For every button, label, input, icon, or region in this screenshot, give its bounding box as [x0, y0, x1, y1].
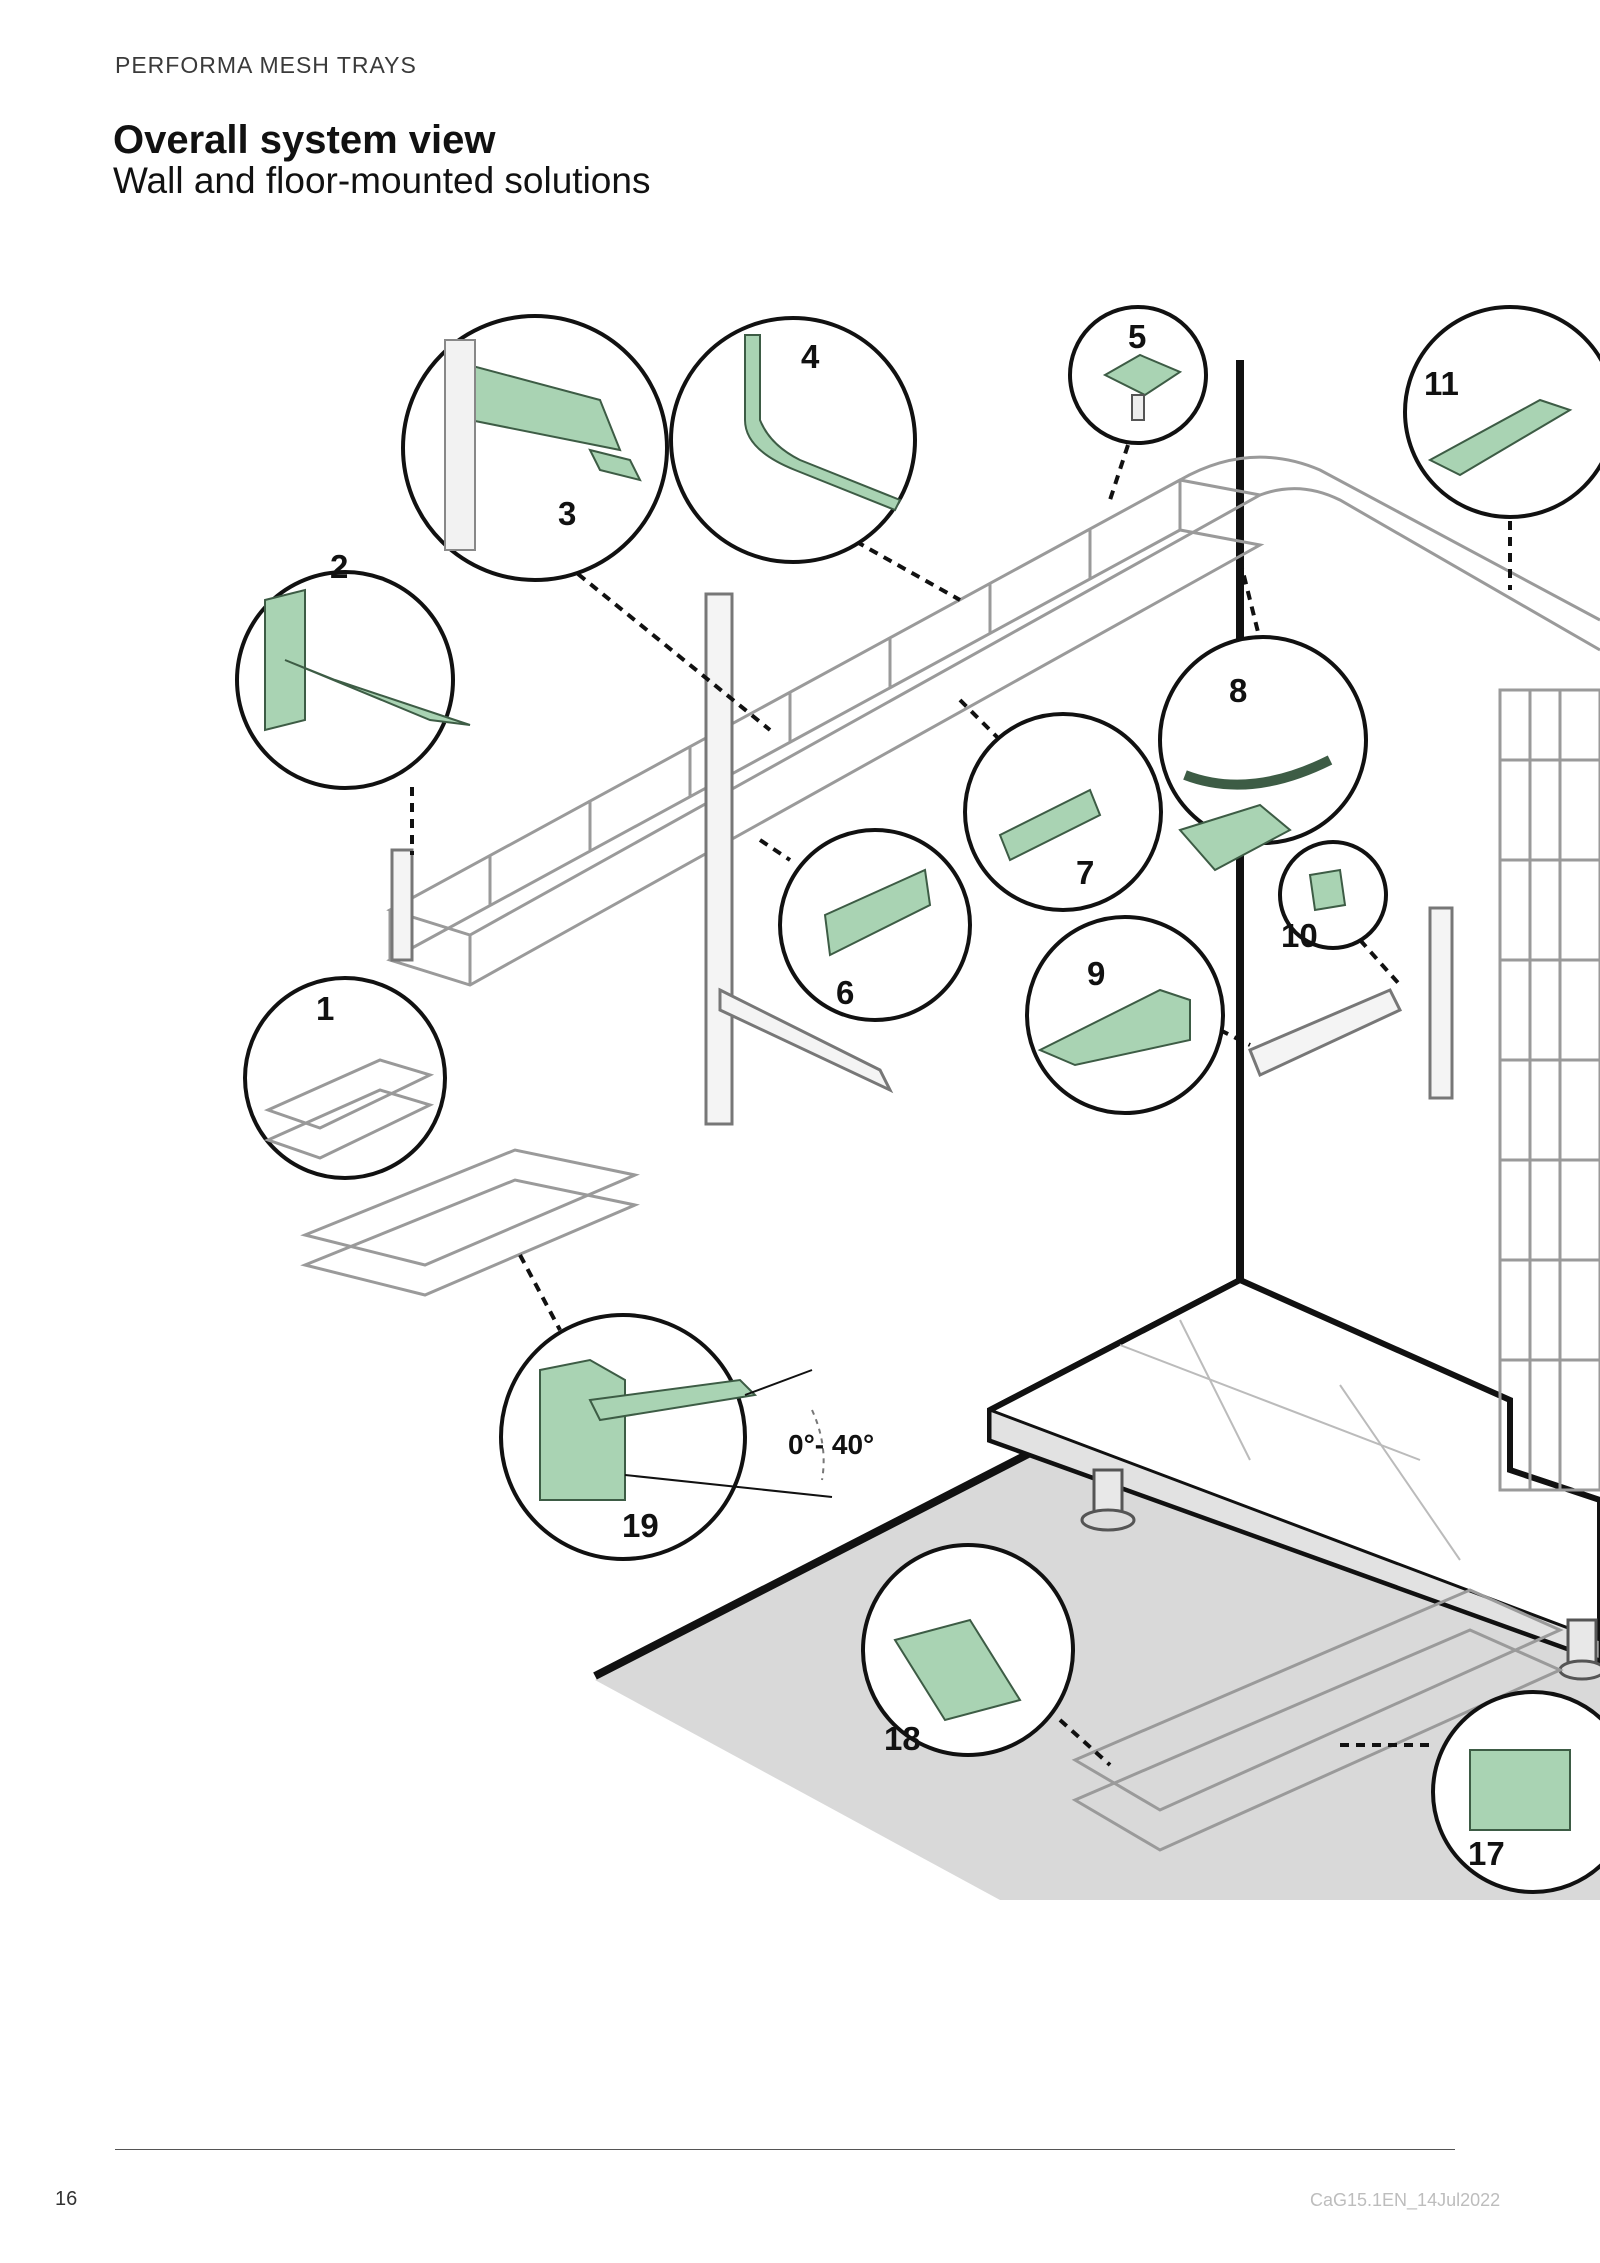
upper-wall-tray: [386, 455, 1600, 987]
callout-1: [243, 976, 447, 1180]
callout-number-3: 3: [558, 495, 576, 532]
page-subtitle: Wall and floor-mounted solutions: [113, 160, 651, 201]
callout-3: [401, 314, 669, 582]
angle-line: [624, 1474, 833, 1498]
callout-9: [1025, 915, 1225, 1115]
callout-6: [778, 828, 972, 1022]
callout-5: [1068, 305, 1208, 445]
callout-number-6: 6: [836, 974, 854, 1011]
callout-number-7: 7: [1076, 854, 1094, 891]
callout-number-5: 5: [1128, 318, 1146, 355]
callout-17: [1431, 1690, 1600, 1894]
callout-number-1: 1: [316, 990, 334, 1027]
wall-uprights: [390, 592, 1454, 1126]
callout-10: [1278, 840, 1388, 950]
callout-number-4: 4: [801, 338, 820, 375]
document-code: CaG15.1EN_14Jul2022: [1310, 2190, 1501, 2210]
callout-number-11: 11: [1424, 365, 1459, 402]
callout-4: [669, 316, 917, 564]
callout-number-9: 9: [1087, 955, 1105, 992]
callout-2: [235, 570, 471, 790]
footer-rule: [115, 2149, 1455, 2150]
callout-11: [1403, 305, 1600, 519]
callout-number-10: 10: [1281, 917, 1318, 954]
cantilever-arm: [1248, 988, 1403, 1078]
callout-19: [499, 1313, 758, 1561]
callout-number-8: 8: [1229, 672, 1247, 709]
callout-number-17: 17: [1468, 1835, 1505, 1872]
floor-tray: [1071, 1588, 1564, 1852]
callout-7: [963, 712, 1163, 912]
callout-8: [1158, 635, 1368, 872]
angle-label: 0°- 40°: [788, 1429, 874, 1460]
vertical-tray: [1498, 688, 1600, 1492]
cantilever-arm: [718, 987, 894, 1094]
header-label: PERFORMA MESH TRAYS: [115, 52, 417, 78]
page-title: Overall system view: [113, 118, 496, 162]
callout-number-2: 2: [330, 548, 348, 585]
callout-number-18: 18: [884, 1720, 921, 1757]
callout-18: [861, 1543, 1075, 1757]
floor-edge-line: [593, 1444, 1042, 1680]
page-number: 16: [55, 2188, 78, 2210]
lower-left-tray: [300, 1148, 640, 1297]
angle-line: [744, 1369, 813, 1396]
leader-lines: [410, 444, 1512, 1767]
raised-floor-edge: [988, 1407, 1600, 1662]
callout-number-19: 19: [622, 1507, 659, 1544]
